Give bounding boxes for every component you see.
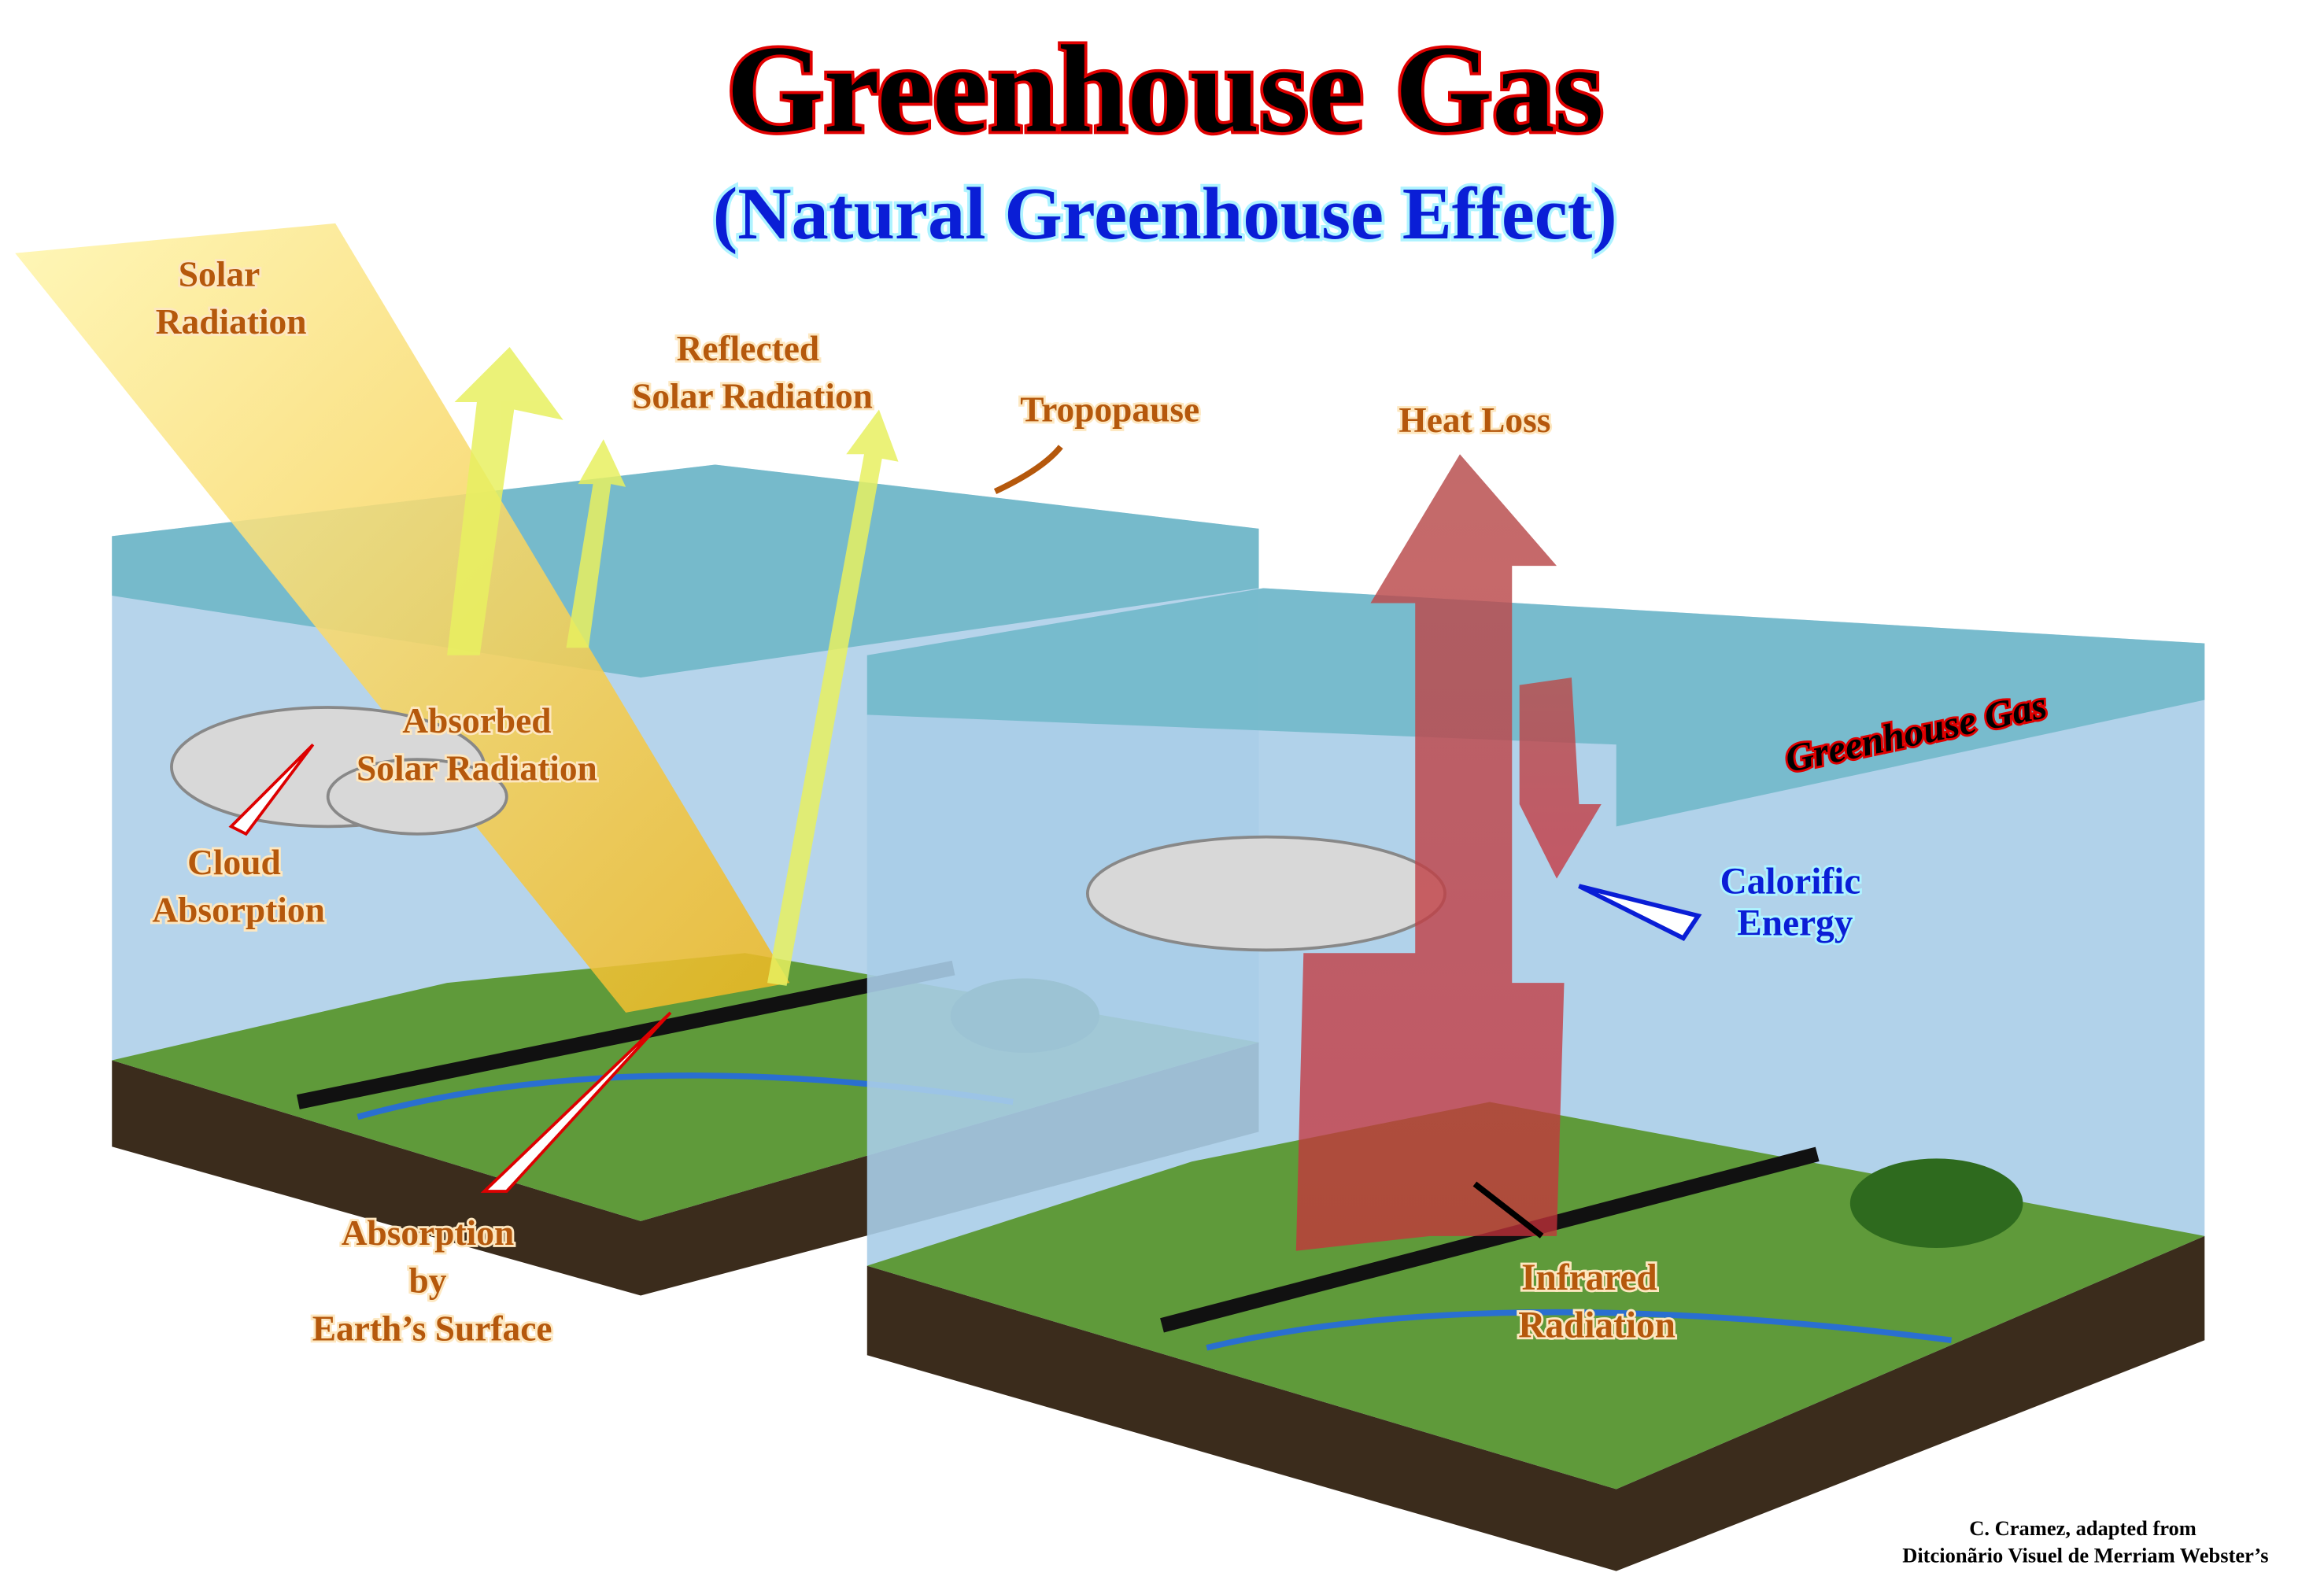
reflected-arrows xyxy=(447,346,899,986)
label-solar-radiation: Solar Radiation xyxy=(156,254,307,341)
label-calorific-energy: Calorific Energy xyxy=(1720,862,1870,944)
tropopause-pointer xyxy=(993,445,1063,494)
solar-radiation-beam xyxy=(15,223,790,1013)
label-absorbed-solar-radiation: Absorbed Solar Radiation xyxy=(357,701,597,788)
surface-absorption-pointer xyxy=(480,1011,672,1193)
page-subtitle: (Natural Greenhouse Effect) xyxy=(713,173,1617,255)
label-heat-loss: Heat Loss xyxy=(1398,401,1550,440)
cloud-absorption-pointer xyxy=(228,743,315,836)
label-absorption-by-surface: Absorption by Earth’s Surface xyxy=(312,1213,552,1348)
calorific-pointer xyxy=(1578,884,1702,941)
label-reflected-solar-radiation: Reflected Solar Radiation xyxy=(632,329,873,416)
label-cloud-absorption: Cloud Absorption xyxy=(152,843,325,930)
label-infrared-radiation: Infrared Radiation xyxy=(1518,1257,1676,1346)
cloud-right xyxy=(1085,835,1446,952)
page-title: Greenhouse Gas xyxy=(726,20,1603,159)
label-tropopause: Tropopause xyxy=(1020,390,1199,430)
infrared-pointer xyxy=(1472,1181,1544,1239)
credit: C. Cramez, adapted from Ditcionãrio Visu… xyxy=(1902,1516,2268,1567)
cloud-left xyxy=(170,706,508,836)
heat-loss-arrow xyxy=(1295,454,1602,1251)
